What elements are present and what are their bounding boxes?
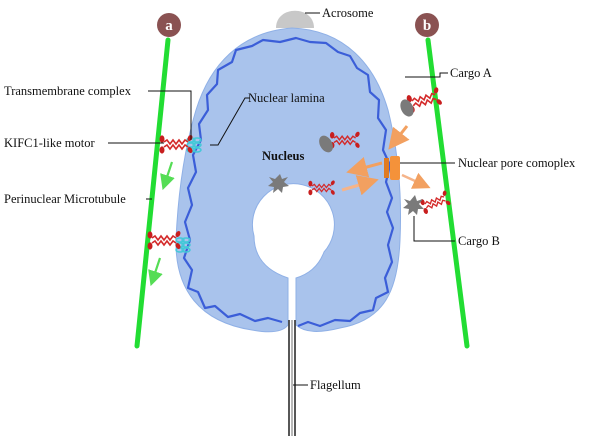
cargo-b-star-nucleus [268, 174, 289, 193]
label-flagellum: Flagellum [310, 378, 361, 392]
import-arrow-into-nucleus [346, 156, 383, 178]
label-nuclear-lamina: Nuclear lamina [248, 91, 325, 105]
export-arrow-to-pore [341, 175, 379, 196]
movement-arrow-lower [148, 257, 163, 287]
flagellum-shaft [288, 320, 296, 436]
svg-text:a: a [165, 18, 173, 34]
movement-arrow-upper [160, 161, 175, 191]
panel-badge-a: a [157, 13, 181, 37]
import-arrow-cargo-a [388, 125, 410, 150]
cargo-b-star [403, 195, 424, 215]
label-nuclear-pore-complex: Nuclear pore comoplex [458, 156, 576, 170]
transmembrane-complex-lower [175, 237, 191, 253]
label-transmembrane-complex: Transmembrane complex [4, 84, 132, 98]
microtubule-left [134, 37, 171, 349]
nuclear-pore-complex [384, 156, 400, 180]
export-arrow-cargo-b [401, 172, 431, 189]
panel-badge-b: b [415, 13, 439, 37]
label-nucleus: Nucleus [262, 149, 305, 163]
cargo-a-ellipse [400, 99, 414, 117]
microtubule-right [425, 37, 470, 349]
label-cargo-b: Cargo B [458, 234, 500, 248]
label-cargo-a: Cargo A [450, 66, 492, 80]
label-perinuclear-microtubule: Perinuclear Microtubule [4, 192, 126, 206]
svg-text:b: b [423, 18, 431, 34]
acrosome-cap [276, 10, 314, 28]
leader-lines [108, 12, 455, 386]
label-acrosome: Acrosome [322, 6, 374, 20]
cargo-a-ellipse-nucleus [319, 135, 333, 153]
label-kifc1-motor: KIFC1-like motor [4, 136, 95, 150]
nuclear-lamina-line [182, 36, 395, 328]
